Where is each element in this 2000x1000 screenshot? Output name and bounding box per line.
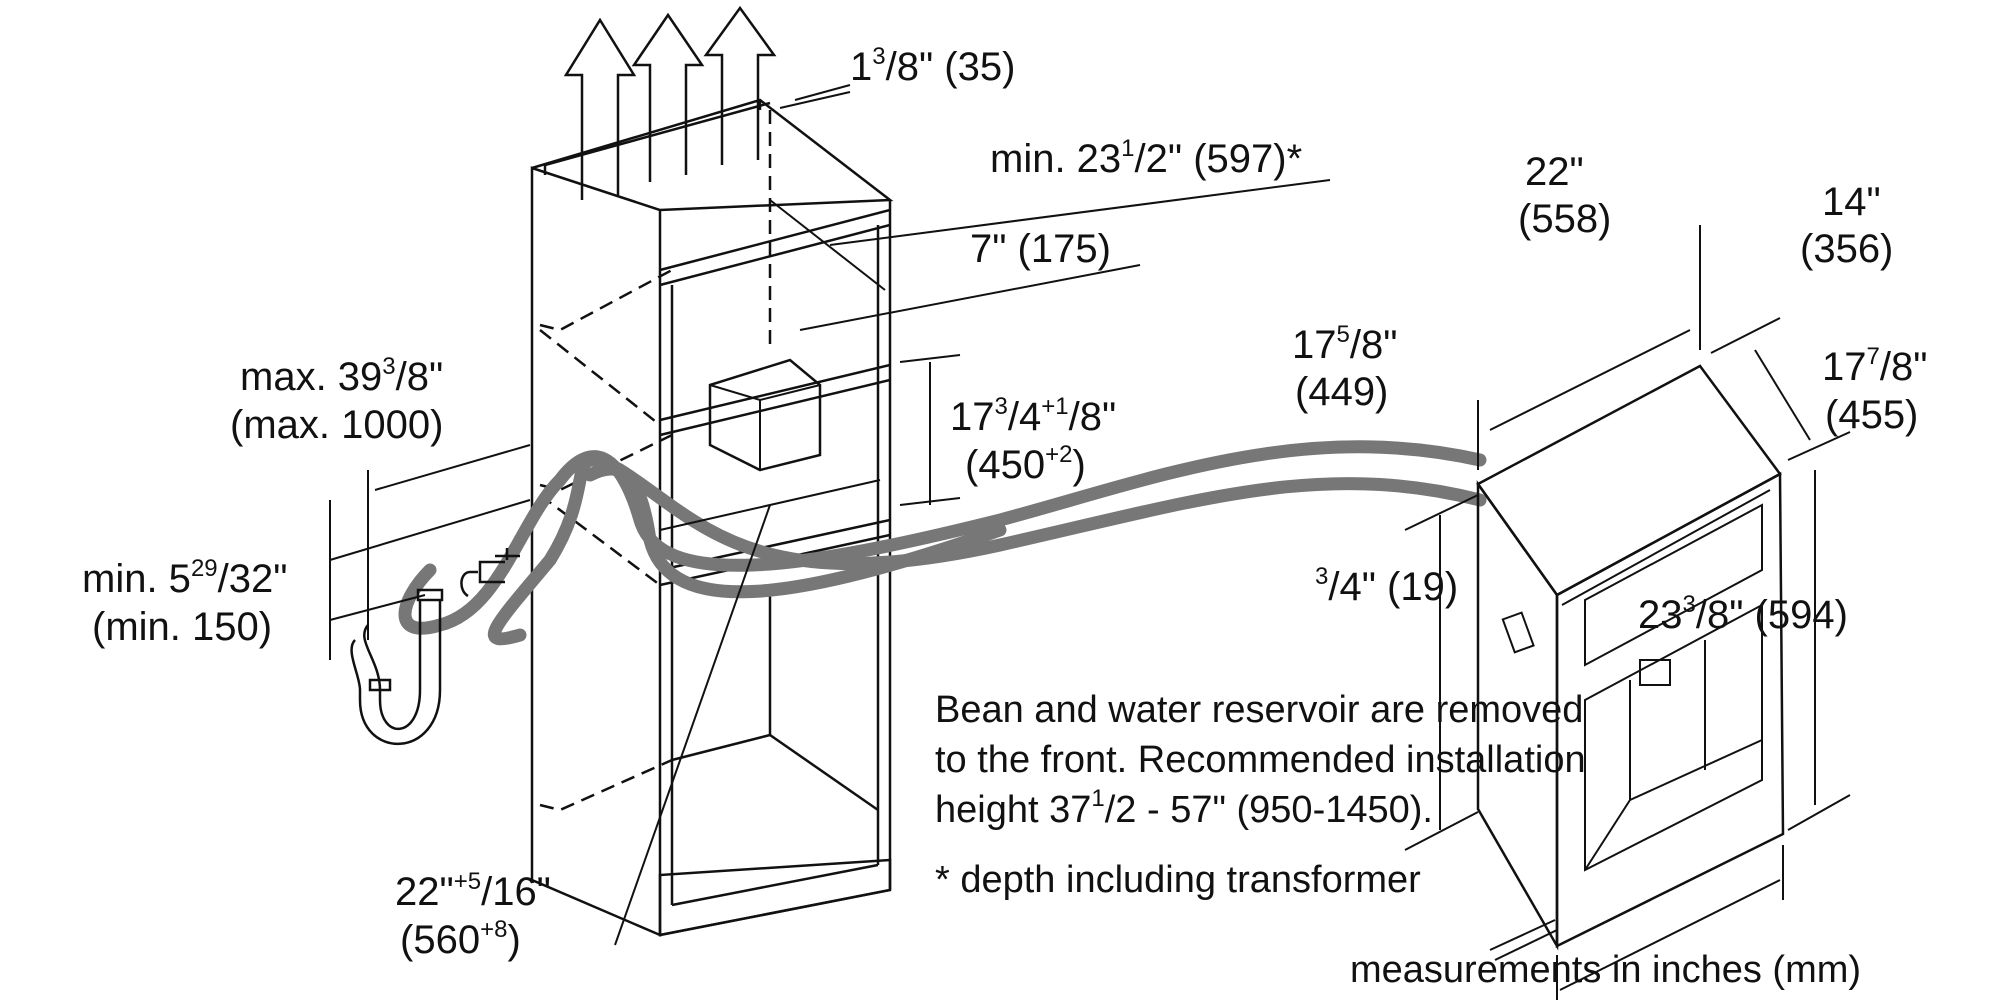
label-niche-height-mm: (450+2) <box>965 441 1086 487</box>
note-line-2: to the front. Recommended installation <box>935 739 1586 781</box>
label-min-depth: min. 231/2" (597)* <box>990 135 1302 181</box>
hoses <box>398 440 1487 646</box>
note-line-1: Bean and water reservoir are removed <box>935 689 1583 731</box>
label-machine-width: 22" <box>1525 150 1584 194</box>
water-tap-icon <box>460 548 520 598</box>
coffee-machine <box>1404 225 1851 1000</box>
label-min-height-mm: (min. 150) <box>92 605 272 649</box>
label-machine-depth: 14" <box>1822 180 1881 224</box>
label-min-height: min. 529/32" <box>82 555 287 601</box>
label-niche-width: 22"+5/16" <box>395 868 551 914</box>
drain-siphon-icon <box>350 588 444 746</box>
ventilation-arrows <box>563 5 777 200</box>
label-max-hose: max. 393/8" <box>240 353 443 399</box>
label-ventilation-gap: 13/8" (35) <box>850 43 1015 89</box>
label-niche-height: 173/4+1/8" <box>950 393 1116 439</box>
label-body-height-mm: (449) <box>1295 370 1388 414</box>
label-max-hose-mm: (max. 1000) <box>230 403 443 447</box>
dimension-lines <box>329 84 1331 946</box>
label-front-thickness: 3/4" (19) <box>1315 563 1458 609</box>
note-line-3: height 371/2 - 57" (950-1450). <box>935 785 1433 831</box>
up-arrow-icon <box>563 17 637 200</box>
label-front-width: 233/8" (594) <box>1638 591 1848 637</box>
up-arrow-icon <box>631 12 705 182</box>
units-note: measurements in inches (mm) <box>1350 949 1861 991</box>
label-body-height: 175/8" <box>1292 321 1397 367</box>
label-front-height-mm: (455) <box>1825 393 1918 437</box>
label-machine-depth-mm: (356) <box>1800 227 1893 271</box>
up-arrow-icon <box>703 5 777 165</box>
label-front-height: 177/8" <box>1822 343 1927 389</box>
label-niche-width-mm: (560+8) <box>400 916 521 962</box>
footnote: * depth including transformer <box>935 859 1421 901</box>
label-machine-width-mm: (558) <box>1518 197 1611 241</box>
label-transformer-gap: 7" (175) <box>970 227 1111 271</box>
